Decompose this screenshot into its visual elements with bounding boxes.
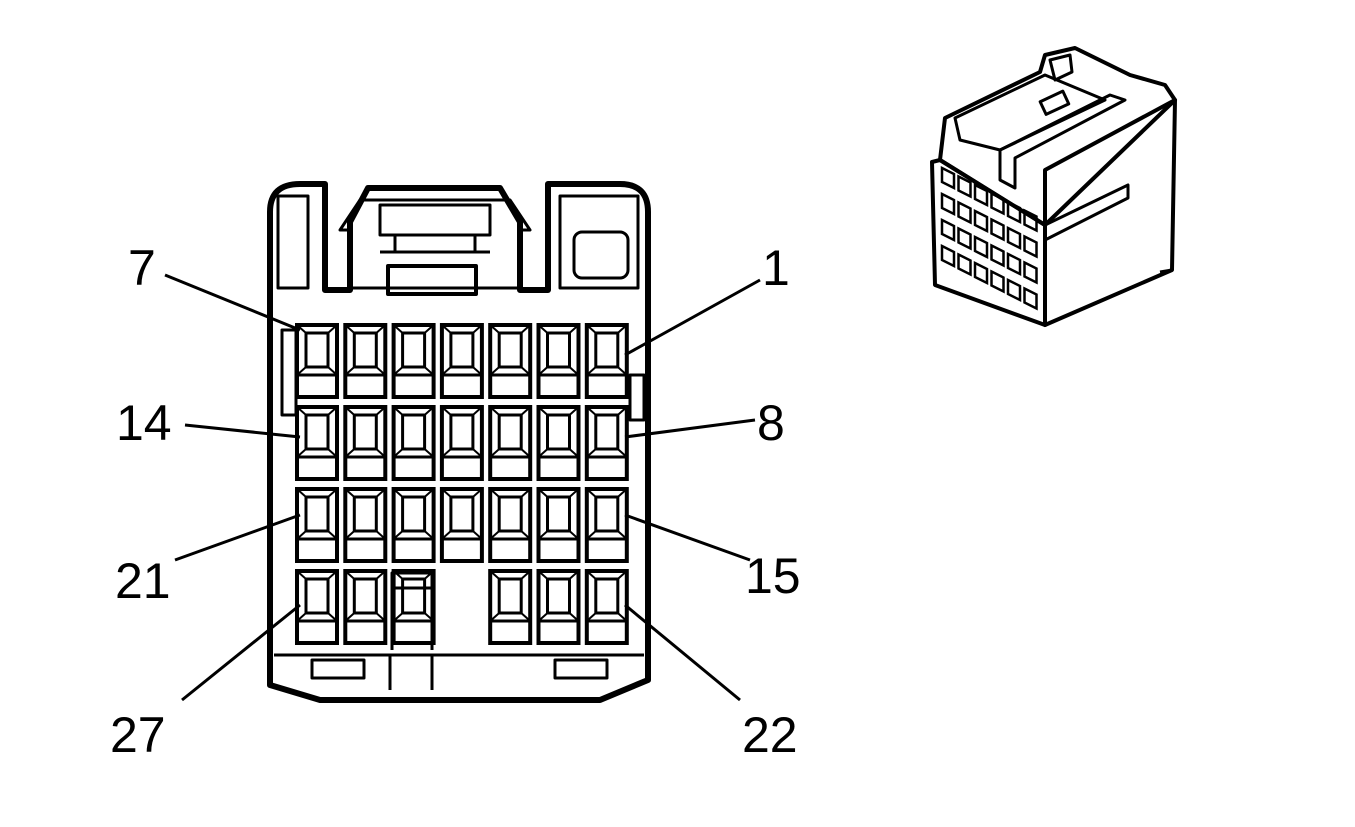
terminal-cavity <box>343 323 388 399</box>
terminal-cavity <box>584 487 629 563</box>
iso-cavity <box>940 191 956 217</box>
terminal-cavity <box>343 405 388 481</box>
iso-cavity <box>973 208 989 234</box>
latch <box>338 198 532 290</box>
terminal-cavity <box>295 569 339 645</box>
iso-cavity <box>1023 234 1038 259</box>
iso-cavity <box>990 269 1005 294</box>
pin-label-14: 14 <box>116 395 172 451</box>
leader-line-7 <box>164 273 301 332</box>
terminal-cavity <box>343 569 388 645</box>
iso-cavity <box>1006 225 1022 251</box>
pin-label-1: 1 <box>762 240 790 296</box>
terminal-cavity <box>439 405 484 481</box>
iso-cavity <box>1006 277 1022 303</box>
terminal-cavity <box>536 487 581 563</box>
iso-cavity <box>1023 286 1038 311</box>
terminal-cavity <box>391 405 436 481</box>
pin-labels: 7 1 14 8 21 15 27 22 <box>110 240 801 763</box>
terminal-cavity <box>536 323 581 399</box>
pin-label-8: 8 <box>757 395 785 451</box>
latch-window <box>386 264 478 296</box>
iso-cavity <box>990 191 1005 216</box>
terminal-cavity <box>584 323 629 399</box>
pin-label-15: 15 <box>745 548 801 604</box>
terminal-cavity <box>391 487 436 563</box>
terminal-cavity <box>295 487 339 563</box>
iso-cavity <box>1023 260 1038 285</box>
iso-cavity <box>973 234 989 260</box>
iso-cavity <box>973 182 989 208</box>
terminal-cavity <box>295 405 339 481</box>
iso-cavity <box>990 217 1005 242</box>
terminal-cavity <box>391 569 436 645</box>
iso-cavity <box>957 252 972 277</box>
terminal-cavity <box>536 569 581 645</box>
terminal-cavity <box>439 487 484 563</box>
connector-face <box>267 181 651 703</box>
terminal-cavity <box>584 405 629 481</box>
terminal-cavity <box>295 323 339 399</box>
leader-lines <box>164 273 761 702</box>
iso-cavity <box>940 165 956 191</box>
leader-line-1 <box>624 278 761 357</box>
leader-line-15 <box>624 513 751 562</box>
terminal-cavity <box>488 487 533 563</box>
leader-line-22 <box>624 603 741 702</box>
iso-cavity <box>940 217 956 243</box>
iso-cavity <box>957 226 972 251</box>
leader-line-21 <box>174 513 301 562</box>
pin-label-22: 22 <box>742 707 798 763</box>
terminal-cavity <box>391 323 436 399</box>
connector-isometric-view <box>930 46 1177 327</box>
terminal-cavity <box>488 569 533 645</box>
leader-line-8 <box>624 418 756 439</box>
iso-cavity <box>940 243 956 269</box>
leader-line-14 <box>184 423 301 439</box>
iso-cavity <box>957 200 972 225</box>
terminal-cavity <box>439 323 484 399</box>
connector-outline <box>267 181 651 703</box>
pin-label-7: 7 <box>128 240 156 296</box>
terminal-cavity <box>536 405 581 481</box>
terminal-cavity <box>584 569 629 645</box>
iso-front-face <box>930 158 1047 327</box>
pin-label-27: 27 <box>110 707 166 763</box>
terminal-cavity <box>488 405 533 481</box>
iso-terminal-grid <box>940 165 1038 311</box>
iso-cavity <box>990 243 1005 268</box>
iso-cavity <box>1006 251 1022 277</box>
leader-line-27 <box>181 603 301 702</box>
terminal-cavity <box>343 487 388 563</box>
pin-label-21: 21 <box>115 553 171 609</box>
terminal-grid <box>295 323 629 645</box>
iso-cavity <box>1023 208 1038 233</box>
iso-cavity <box>1006 199 1022 225</box>
iso-cavity <box>957 174 972 199</box>
iso-cavity <box>973 260 989 286</box>
terminal-cavity <box>488 323 533 399</box>
